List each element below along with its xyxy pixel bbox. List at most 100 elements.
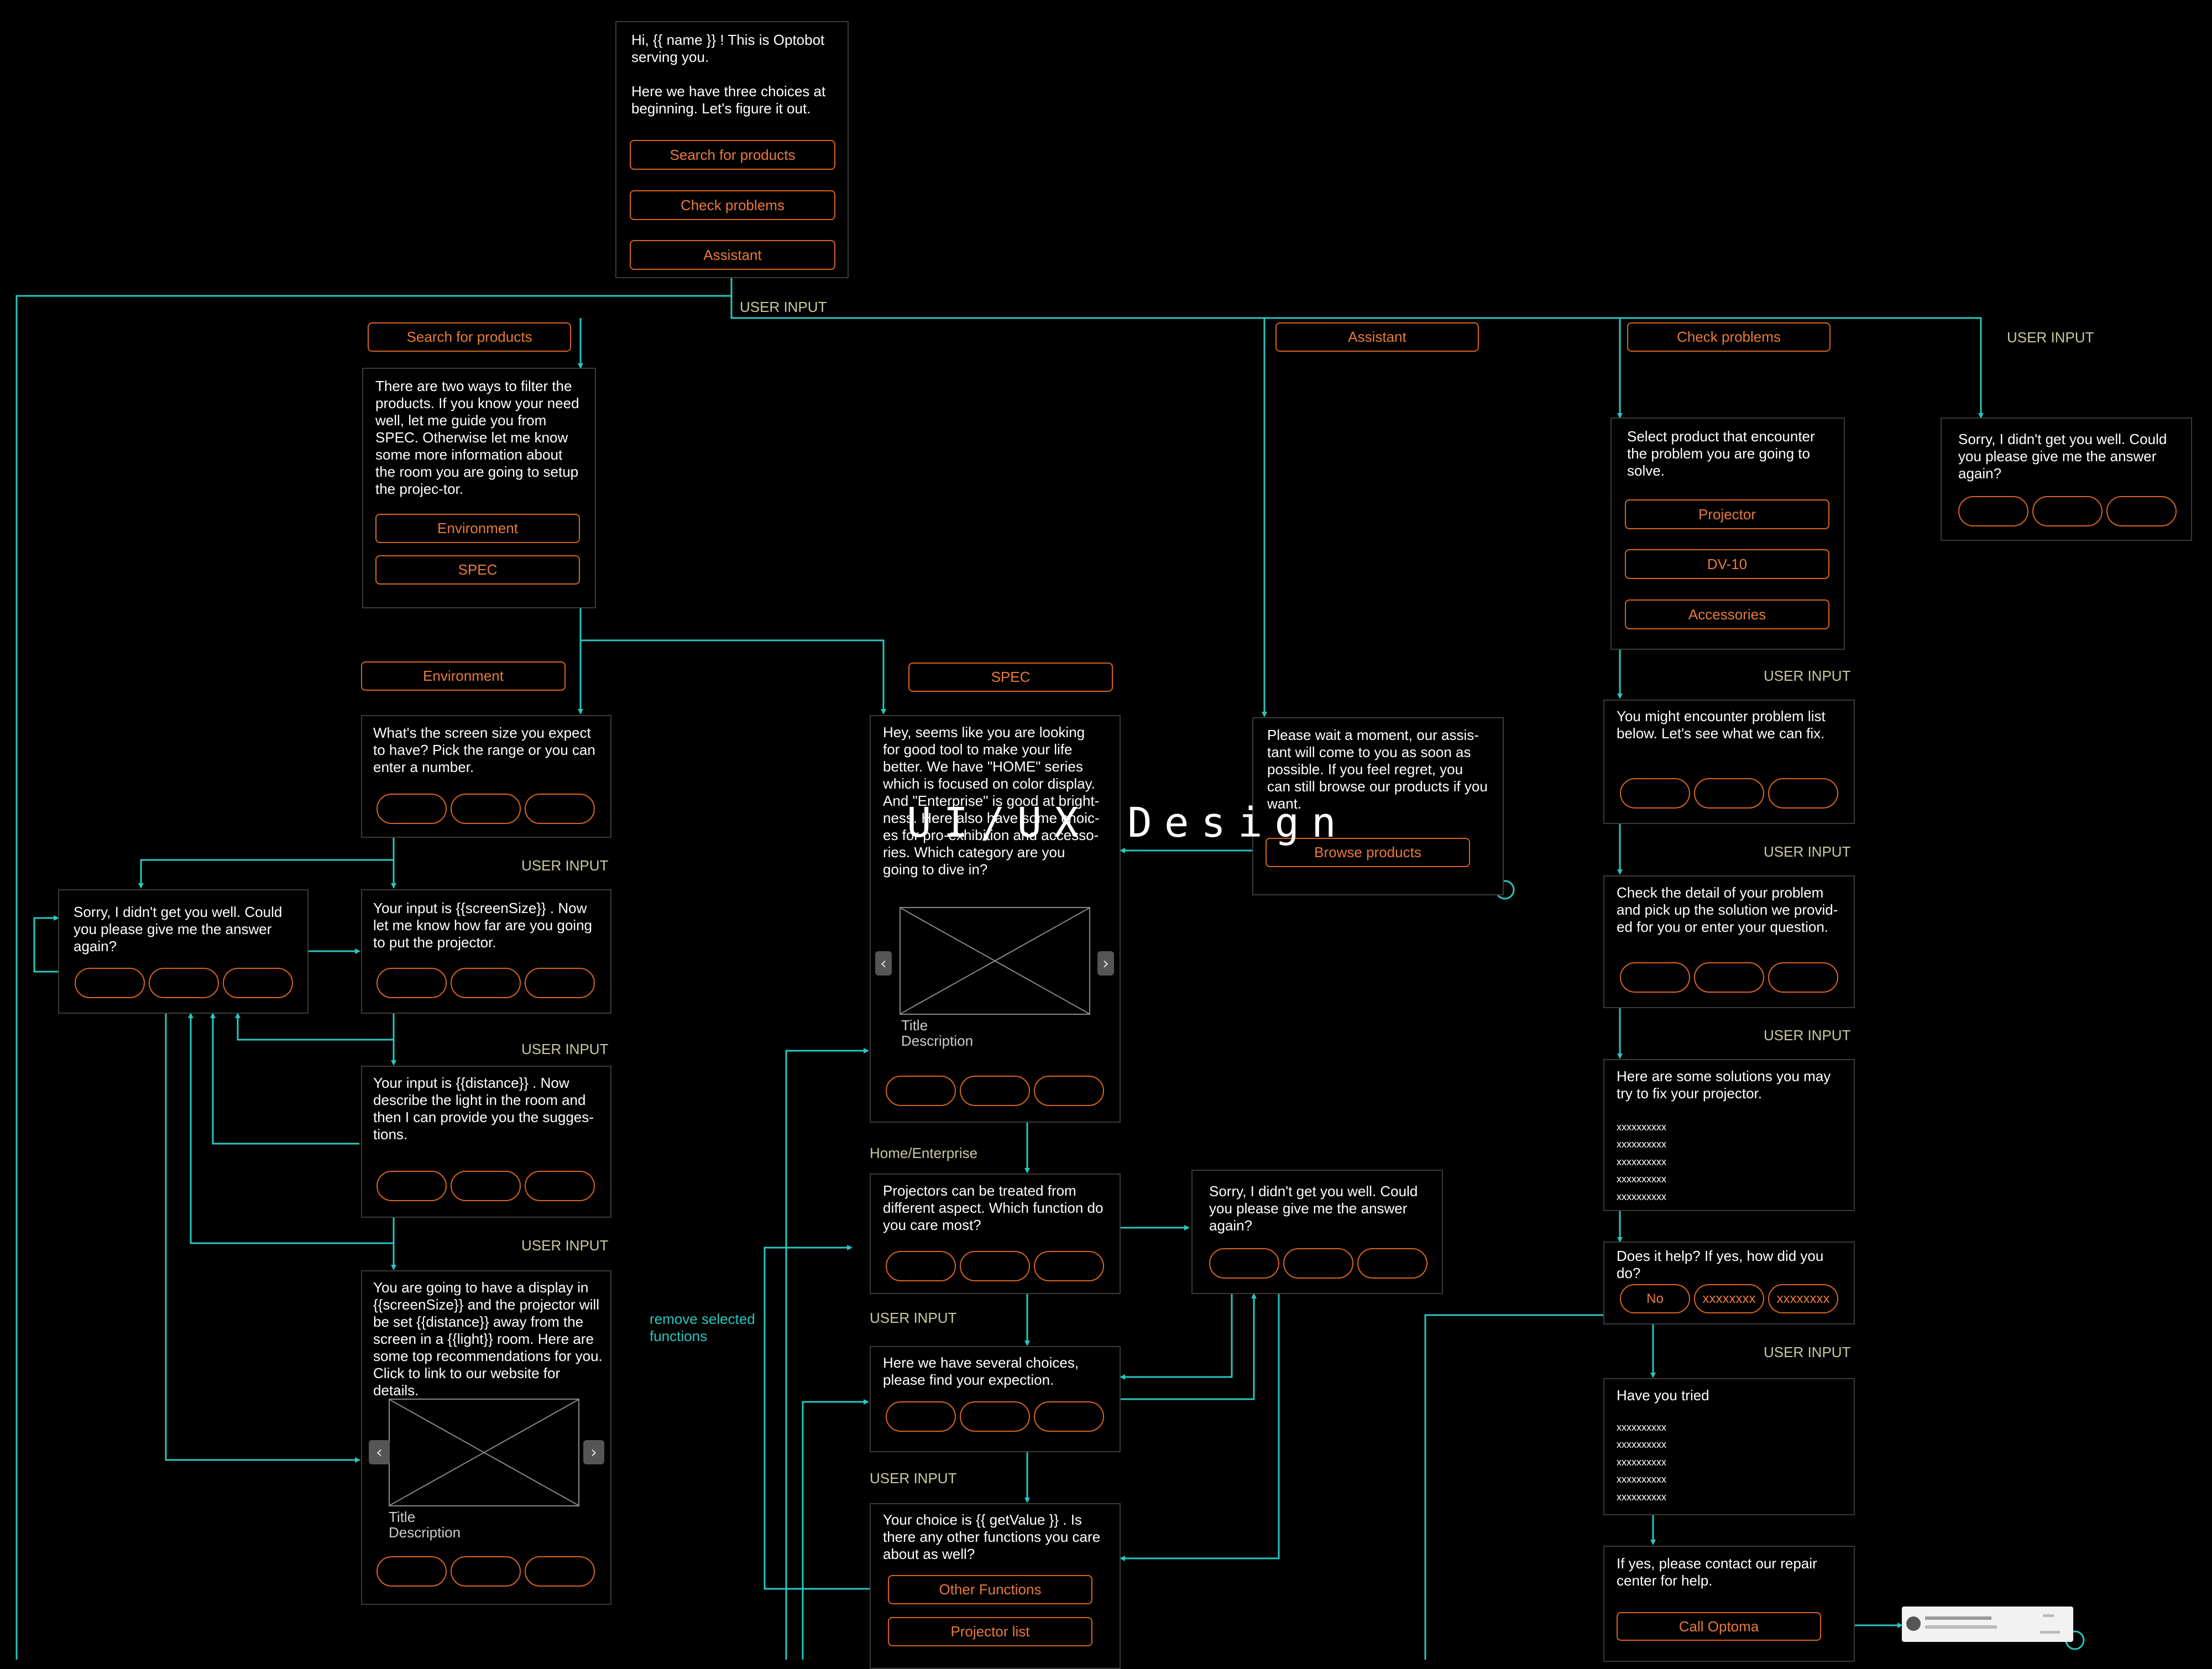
option-pill[interactable] [525,794,595,824]
spec-card-text: Hey, seems like you are looking for good… [883,724,1100,878]
problem-detail-card: Check the detail of your problem and pic… [1603,875,1855,1008]
option-pill[interactable] [1034,1401,1104,1432]
check-problems-button[interactable]: Check problems [630,190,835,220]
option-pill[interactable] [451,794,521,824]
getvalue-card-text: Your choice is {{ getValue }} . Is there… [883,1511,1101,1562]
spec-branch-button[interactable]: SPEC [908,663,1113,692]
option-pill[interactable] [525,968,595,998]
option-pill[interactable] [1768,962,1838,993]
label-user-input: USER INPUT [870,1310,957,1326]
choices-card: Here we have several choices, please fin… [870,1346,1121,1452]
screen-size-text: What's the screen size you expect to hav… [373,724,595,775]
help-option[interactable]: xxxxxxxx [1694,1284,1764,1313]
help-option[interactable]: xxxxxxxx [1768,1284,1838,1313]
carousel-prev-icon[interactable]: ‹ [369,1440,390,1464]
projector-list-button[interactable]: Projector list [888,1617,1092,1646]
sorry-text: Sorry, I didn't get you well. Could you … [74,904,283,955]
assistant-button[interactable]: Assistant [630,240,835,270]
avatar [1906,1616,1921,1631]
option-pill[interactable] [451,968,521,998]
option-pill[interactable] [376,968,447,998]
display-result-text: You are going to have a display in {{scr… [373,1279,603,1399]
dv10-button[interactable]: DV-10 [1625,549,1829,579]
label-user-input: USER INPUT [1764,667,1851,684]
contact-text: If yes, please contact our repair center… [1617,1555,1817,1589]
option-pill[interactable] [1958,496,2028,526]
option-pill[interactable] [376,1171,447,1201]
option-pill[interactable] [886,1251,956,1281]
option-pill[interactable] [1209,1248,1279,1279]
search-products-branch-button[interactable]: Search for products [368,322,571,352]
assistant-branch-button[interactable]: Assistant [1275,322,1479,352]
option-pill[interactable] [376,794,447,824]
help-option-no[interactable]: No [1620,1284,1690,1313]
help-card: Does it help? If yes, how did you do? No… [1603,1242,1855,1324]
welcome-card: Hi, {{ name }} ! This is Optobot serving… [615,21,849,278]
option-pill[interactable] [960,1251,1030,1281]
option-pill[interactable] [149,968,219,998]
sorry-card: Sorry, I didn't get you well. Could you … [1941,418,2192,541]
problem-detail-text: Check the detail of your problem and pic… [1617,884,1838,935]
spec-card: Hey, seems like you are looking for good… [870,715,1121,1123]
welcome-text: Hi, {{ name }} ! This is Optobot serving… [631,32,826,117]
assistant-card-text: Please wait a moment, our assis-tant wil… [1267,727,1488,812]
label-user-input: USER INPUT [870,1470,957,1487]
solutions-item: xxxxxxxxxx [1617,1156,1666,1167]
tried-item: xxxxxxxxxx [1617,1422,1666,1433]
option-pill[interactable] [1620,962,1690,993]
getvalue-card: Your choice is {{ getValue }} . Is there… [870,1503,1121,1669]
option-pill[interactable] [960,1401,1030,1432]
option-pill[interactable] [1768,778,1838,809]
function-card-text: Projectors can be treated from different… [883,1182,1104,1233]
option-pill[interactable] [1620,778,1690,809]
option-pill[interactable] [1034,1251,1104,1281]
option-pill[interactable] [1694,962,1764,993]
label-user-input: USER INPUT [2007,329,2094,346]
function-card: Projectors can be treated from different… [870,1173,1121,1294]
screen-size-card: What's the screen size you expect to hav… [361,715,611,838]
image-placeholder [900,907,1090,1015]
select-product-card: Select product that encounter the proble… [1610,418,1845,650]
label-user-input: USER INPUT [521,1237,609,1254]
problem-list-text: You might encounter problem list below. … [1617,708,1826,742]
option-pill[interactable] [2032,496,2103,526]
solutions-card: Here are some solutions you may try to f… [1603,1059,1855,1211]
option-pill[interactable] [886,1076,956,1106]
option-pill[interactable] [1357,1248,1427,1279]
contact-card: If yes, please contact our repair center… [1603,1546,1855,1662]
popup-text-line [1925,1616,1991,1620]
option-pill[interactable] [525,1556,595,1587]
solutions-item: xxxxxxxxxx [1617,1191,1666,1202]
option-pill[interactable] [1694,778,1764,809]
check-problems-branch-button[interactable]: Check problems [1627,322,1831,352]
label-home-enterprise: Home/Enterprise [870,1145,978,1161]
option-pill[interactable] [525,1171,595,1201]
option-pill[interactable] [75,968,145,998]
label-user-input: USER INPUT [1764,1027,1851,1044]
option-pill[interactable] [886,1401,956,1432]
projector-button[interactable]: Projector [1625,499,1829,529]
tried-card: Have you tried xxxxxxxxxx xxxxxxxxxx xxx… [1603,1378,1855,1515]
carousel-next-icon[interactable]: › [583,1440,604,1464]
other-functions-button[interactable]: Other Functions [888,1575,1092,1604]
carousel-prev-icon[interactable]: ‹ [875,951,892,976]
search-products-button[interactable]: Search for products [630,140,835,170]
option-pill[interactable] [451,1556,521,1587]
carousel-next-icon[interactable]: › [1097,951,1114,976]
tried-text: Have you tried [1617,1387,1709,1404]
call-optoma-button[interactable]: Call Optoma [1617,1612,1821,1641]
option-pill[interactable] [2106,496,2177,526]
accessories-button[interactable]: Accessories [1625,599,1829,629]
option-pill[interactable] [1034,1076,1104,1106]
option-pill[interactable] [1283,1248,1353,1279]
option-pill[interactable] [376,1556,447,1587]
option-pill[interactable] [451,1171,521,1201]
option-pill[interactable] [960,1076,1030,1106]
spec-button[interactable]: SPEC [375,555,580,585]
search-card-text: There are two ways to filter the product… [375,378,579,497]
environment-branch-button[interactable]: Environment [361,661,566,691]
label-user-input: USER INPUT [1764,843,1851,860]
environment-button[interactable]: Environment [375,514,580,543]
browse-products-button[interactable]: Browse products [1266,838,1470,867]
option-pill[interactable] [223,968,293,998]
